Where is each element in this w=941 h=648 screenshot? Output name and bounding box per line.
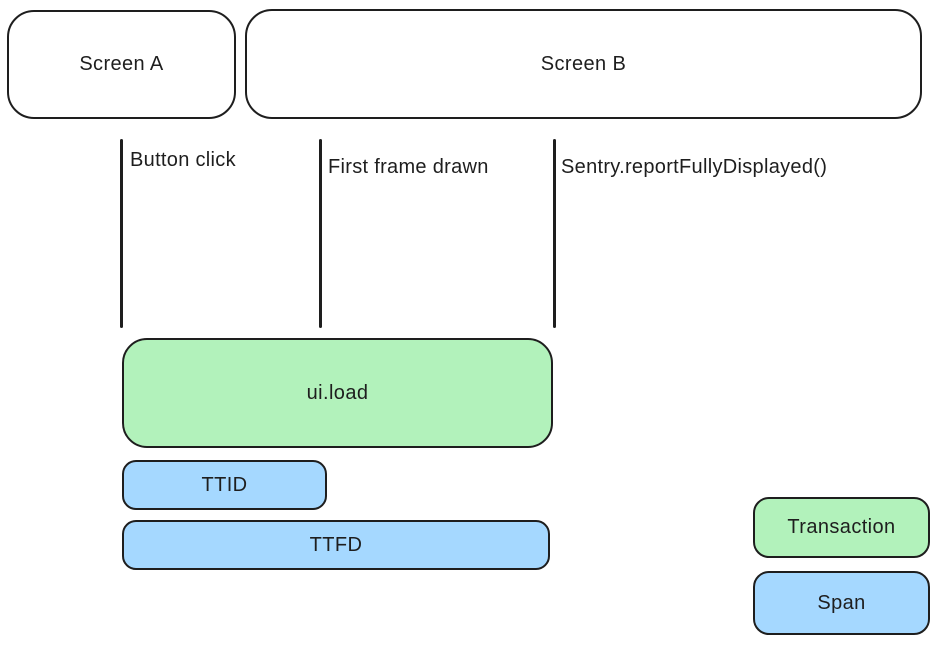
- screen-a-label: Screen A: [79, 53, 164, 75]
- first-frame-drawn-label: First frame drawn: [328, 156, 489, 178]
- report-fully-displayed-marker-line: [553, 139, 556, 328]
- legend-transaction-box: Transaction: [753, 497, 930, 558]
- ttfd-span-bar: TTFD: [122, 520, 550, 570]
- legend-transaction-label: Transaction: [787, 516, 896, 538]
- ttid-label: TTID: [201, 473, 248, 496]
- button-click-marker-line: [120, 139, 123, 328]
- screen-a-box: Screen A: [7, 10, 236, 119]
- ttfd-label: TTFD: [309, 533, 363, 556]
- ttid-span-bar: TTID: [122, 460, 327, 510]
- legend-span-label: Span: [817, 591, 866, 614]
- ui-load-label: ui.load: [306, 381, 369, 404]
- first-frame-drawn-marker-line: [319, 139, 322, 328]
- report-fully-displayed-label: Sentry.reportFullyDisplayed(): [561, 156, 828, 178]
- legend-span-box: Span: [753, 571, 930, 635]
- ui-load-transaction-bar: ui.load: [122, 338, 553, 448]
- button-click-label: Button click: [130, 149, 236, 171]
- screen-b-label: Screen B: [540, 52, 627, 75]
- screen-b-box: Screen B: [245, 9, 922, 119]
